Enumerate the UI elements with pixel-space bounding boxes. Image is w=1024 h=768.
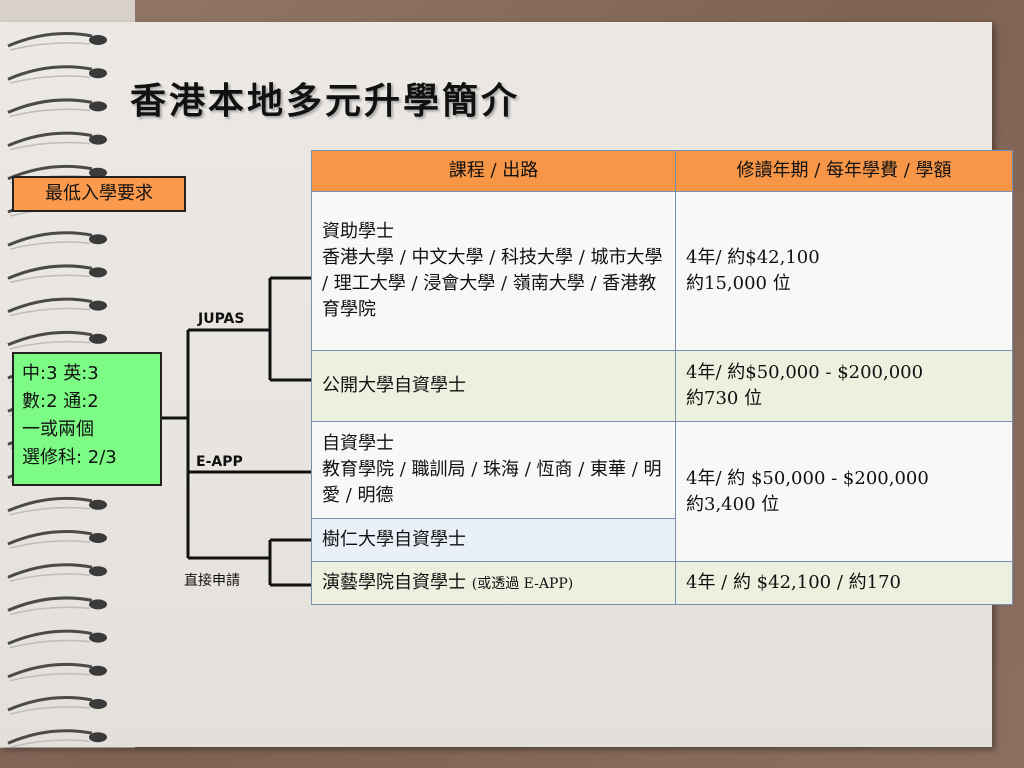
duration-fee: 4年 / 約 $42,100 / 約170 (686, 572, 901, 593)
spiral-ring (7, 530, 107, 549)
table-row: 公開大學自資學士 4年/ 約$50,000 - $200,000 約730 位 (311, 350, 1013, 422)
duration-fee: 4年/ 約$50,000 - $200,000 (686, 362, 924, 383)
slide-title: 香港本地多元升學簡介 (130, 80, 521, 122)
program-detail: 教育學院 / 職訓局 / 珠海 / 恆商 / 東華 / 明愛 / 明德 (322, 459, 662, 506)
table-row: 樹仁大學自資學士 (311, 518, 1013, 562)
column-header-duration: 修讀年期 / 每年學費 / 學額 (675, 150, 1013, 192)
places: 約15,000 位 (686, 273, 791, 294)
places: 約730 位 (686, 388, 763, 409)
table-row: 自資學士 教育學院 / 職訓局 / 珠海 / 恆商 / 東華 / 明愛 / 明德… (311, 421, 1013, 562)
spiral-ring (7, 330, 107, 350)
spiral-ring (7, 32, 107, 51)
spiral-ring (7, 662, 107, 682)
program-note: (或透過 E-APP) (471, 575, 574, 592)
program-title: 資助學士 (322, 221, 394, 242)
spiral-ring (7, 98, 107, 118)
duration-cell: 4年/ 約$42,100 約15,000 位 (675, 191, 1013, 351)
program-cell: 公開大學自資學士 (311, 350, 676, 422)
branch-label-jupas: JUPAS (198, 311, 245, 327)
spiral-ring (7, 563, 107, 582)
min-requirement-label: 最低入學要求 (12, 176, 186, 212)
spiral-ring (7, 131, 107, 151)
program-cell: 演藝學院自資學士 (或透過 E-APP) (311, 561, 676, 605)
program-title: 自資學士 (322, 433, 394, 454)
pathways-table: 課程 / 出路 修讀年期 / 每年學費 / 學額 資助學士 香港大學 / 中文大… (311, 150, 1013, 605)
program-cell: 樹仁大學自資學士 (311, 518, 676, 562)
program-cell: 自資學士 教育學院 / 職訓局 / 珠海 / 恆商 / 東華 / 明愛 / 明德 (311, 421, 676, 519)
spiral-ring (7, 297, 107, 317)
spiral-ring (7, 729, 107, 748)
program-cell: 資助學士 香港大學 / 中文大學 / 科技大學 / 城市大學 / 理工大學 / … (311, 191, 676, 351)
duration-cell: 4年/ 約 $50,000 - $200,000 約3,400 位 (675, 421, 1013, 562)
duration-cell: 4年 / 約 $42,100 / 約170 (675, 561, 1013, 605)
program-title: 樹仁大學自資學士 (322, 529, 466, 550)
spiral-ring (7, 65, 107, 84)
spiral-ring (7, 629, 107, 649)
duration-fee: 4年/ 約 $50,000 - $200,000 (686, 467, 929, 489)
table-row: 資助學士 香港大學 / 中文大學 / 科技大學 / 城市大學 / 理工大學 / … (311, 191, 1013, 351)
spiral-ring (7, 496, 107, 516)
requirement-line: 一或兩個 (22, 419, 94, 440)
program-title: 公開大學自資學士 (322, 375, 466, 396)
column-header-program: 課程 / 出路 (311, 150, 676, 192)
branch-label-direct: 直接申請 (184, 573, 240, 589)
spiral-ring (7, 231, 107, 250)
duration-fee: 4年/ 約$42,100 (686, 247, 820, 268)
spiral-ring (7, 596, 107, 616)
program-detail: 香港大學 / 中文大學 / 科技大學 / 城市大學 / 理工大學 / 浸會大學 … (322, 247, 663, 320)
requirement-line: 中:3 英:3 (22, 363, 99, 384)
spiral-ring (7, 264, 107, 284)
requirement-line: 數:2 通:2 (22, 391, 99, 412)
table-row: 演藝學院自資學士 (或透過 E-APP) 4年 / 約 $42,100 / 約1… (311, 561, 1013, 605)
spiral-ring (7, 696, 107, 715)
requirement-line: 選修科: 2/3 (22, 447, 117, 468)
table-header-row: 課程 / 出路 修讀年期 / 每年學費 / 學額 (311, 150, 1013, 192)
min-requirement-box: 中:3 英:3 數:2 通:2 一或兩個 選修科: 2/3 (12, 352, 162, 486)
places: 約3,400 位 (686, 493, 780, 515)
branch-label-eapp: E-APP (196, 454, 243, 470)
duration-cell: 4年/ 約$50,000 - $200,000 約730 位 (675, 350, 1013, 422)
program-title: 演藝學院自資學士 (322, 571, 466, 593)
